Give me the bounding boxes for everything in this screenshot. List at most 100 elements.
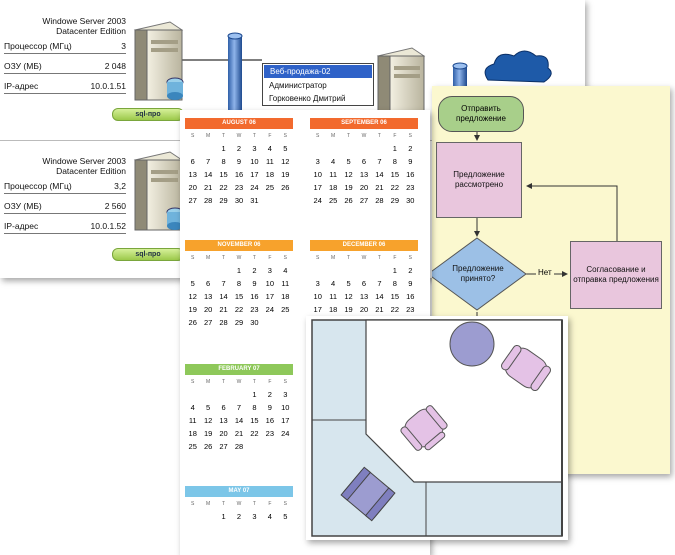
calendar-day[interactable]: 24 — [313, 196, 322, 205]
calendar-day[interactable]: 7 — [206, 157, 211, 166]
calendar-day[interactable]: 3 — [315, 157, 320, 166]
calendar-day[interactable]: 22 — [219, 183, 228, 192]
calendar-day[interactable]: 13 — [359, 170, 369, 179]
calendar-day[interactable]: 22 — [390, 183, 400, 192]
calendar-day[interactable]: 15 — [250, 416, 259, 425]
calendar-day[interactable]: 11 — [329, 292, 338, 301]
calendar-day[interactable]: 17 — [265, 292, 275, 301]
calendar-day[interactable]: 9 — [236, 157, 242, 166]
calendar-day[interactable]: 24 — [281, 429, 290, 438]
calendar-day[interactable]: 1 — [221, 144, 226, 153]
calendar-day[interactable]: 17 — [250, 170, 259, 179]
calendar-day[interactable]: 4 — [267, 144, 272, 153]
calendar-day[interactable]: 20 — [359, 305, 369, 314]
calendar-day[interactable]: 9 — [252, 279, 257, 288]
calendar-day[interactable]: 29 — [219, 196, 228, 205]
calendar-day[interactable]: 14 — [375, 170, 384, 179]
calendar-day[interactable]: 15 — [390, 292, 400, 301]
calendar-day[interactable]: 19 — [344, 305, 353, 314]
calendar-day[interactable]: 11 — [188, 416, 197, 425]
calendar-day[interactable]: 7 — [236, 403, 242, 412]
popup-item-role[interactable]: Администратор — [269, 81, 327, 90]
popup-header[interactable]: Веб-продажа-02 — [263, 64, 373, 79]
calendar-day[interactable]: 25 — [265, 183, 275, 192]
calendar-day[interactable]: 16 — [234, 170, 244, 179]
calendar-day[interactable]: 29 — [390, 196, 400, 205]
calendar-day[interactable]: 6 — [221, 403, 226, 412]
calendar-day[interactable]: 26 — [203, 442, 213, 451]
calendar-day[interactable]: 7 — [377, 157, 382, 166]
calendar-day[interactable]: 2 — [408, 144, 413, 153]
calendar-day[interactable]: 12 — [281, 157, 290, 166]
calendar-day[interactable]: 5 — [346, 279, 351, 288]
calendar-day[interactable]: 1 — [221, 512, 226, 521]
calendar-day[interactable]: 11 — [281, 279, 290, 288]
calendar-day[interactable]: 10 — [313, 170, 322, 179]
calendar-day[interactable]: 1 — [252, 390, 257, 399]
calendar-day[interactable]: 23 — [234, 183, 244, 192]
calendar-day[interactable]: 17 — [313, 305, 322, 314]
calendar-day[interactable]: 8 — [252, 403, 257, 412]
calendar-day[interactable]: 2 — [408, 266, 413, 275]
calendar-day[interactable]: 14 — [219, 292, 228, 301]
calendar-day[interactable]: 7 — [221, 279, 226, 288]
calendar-day[interactable]: 25 — [281, 305, 290, 314]
calendar-day[interactable]: 8 — [392, 157, 397, 166]
calendar-day[interactable]: 5 — [283, 512, 288, 521]
calendar-day[interactable]: 5 — [346, 157, 351, 166]
calendar-day[interactable]: 2 — [236, 144, 242, 153]
calendar-day[interactable]: 28 — [234, 442, 244, 451]
calendar-day[interactable]: 13 — [188, 170, 197, 179]
calendar-day[interactable]: 12 — [344, 170, 353, 179]
calendar-day[interactable]: 3 — [252, 512, 257, 521]
calendar-day[interactable]: 22 — [250, 429, 259, 438]
calendar-day[interactable]: 27 — [188, 196, 197, 205]
calendar-day[interactable]: 26 — [344, 196, 353, 205]
calendar-day[interactable]: 15 — [390, 170, 400, 179]
calendar-day[interactable]: 19 — [281, 170, 290, 179]
calendar-day[interactable]: 19 — [344, 183, 353, 192]
calendar-day[interactable]: 5 — [283, 144, 288, 153]
calendar-day[interactable]: 2 — [267, 390, 272, 399]
calendar-day[interactable]: 4 — [331, 157, 336, 166]
calendar-day[interactable]: 25 — [188, 442, 197, 451]
calendar-day[interactable]: 18 — [281, 292, 290, 301]
calendar-day[interactable]: 5 — [190, 279, 195, 288]
calendar-day[interactable]: 6 — [361, 157, 367, 166]
calendar-day[interactable]: 20 — [203, 305, 213, 314]
calendar-day[interactable]: 3 — [267, 266, 272, 275]
calendar-day[interactable]: 31 — [250, 196, 259, 205]
calendar-day[interactable]: 25 — [328, 196, 338, 205]
calendar-day[interactable]: 9 — [408, 279, 413, 288]
calendar-day[interactable]: 23 — [406, 305, 415, 314]
calendar-day[interactable]: 21 — [375, 183, 384, 192]
popup-item-user[interactable]: Горковенко Дмитрий — [269, 94, 346, 103]
calendar-day[interactable]: 3 — [252, 144, 257, 153]
calendar-day[interactable]: 17 — [313, 183, 322, 192]
calendar-day[interactable]: 15 — [219, 170, 228, 179]
calendar-day[interactable]: 9 — [267, 403, 272, 412]
calendar-day[interactable]: 27 — [203, 318, 213, 327]
calendar-day[interactable]: 20 — [219, 429, 228, 438]
calendar-day[interactable]: 1 — [236, 266, 242, 275]
calendar-day[interactable]: 21 — [203, 183, 213, 192]
calendar-day[interactable]: 20 — [188, 183, 197, 192]
calendar-day[interactable]: 18 — [328, 305, 338, 314]
calendar-day[interactable]: 8 — [236, 279, 242, 288]
calendar-day[interactable]: 22 — [234, 305, 244, 314]
calendar-day[interactable]: 12 — [188, 292, 197, 301]
calendar-day[interactable]: 2 — [236, 512, 242, 521]
calendar-day[interactable]: 1 — [392, 144, 397, 153]
calendar-day[interactable]: 13 — [359, 292, 369, 301]
calendar-day[interactable]: 23 — [406, 183, 415, 192]
calendar-day[interactable]: 17 — [281, 416, 290, 425]
calendar-day[interactable]: 30 — [250, 318, 259, 327]
calendar-day[interactable]: 9 — [408, 157, 413, 166]
calendar-day[interactable]: 8 — [392, 279, 397, 288]
calendar-day[interactable]: 28 — [203, 196, 213, 205]
calendar-day[interactable]: 23 — [265, 429, 275, 438]
server-popup-menu[interactable]: Веб-продажа-02 Администратор Горковенко … — [262, 63, 374, 106]
calendar-day[interactable]: 21 — [375, 305, 384, 314]
calendar-day[interactable]: 3 — [315, 279, 320, 288]
calendar-day[interactable]: 16 — [406, 170, 415, 179]
